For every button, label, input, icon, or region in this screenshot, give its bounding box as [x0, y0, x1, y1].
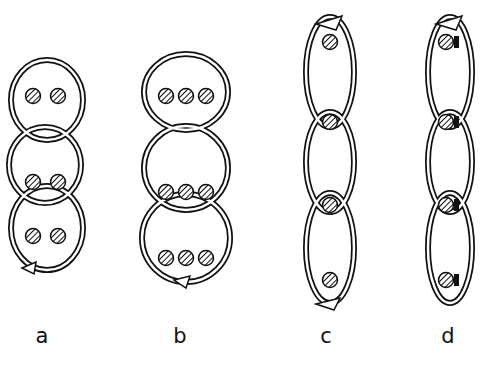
- figure-label: b: [173, 326, 186, 347]
- figure-d: [428, 16, 472, 303]
- figure-label: c: [320, 326, 332, 347]
- figure-label: a: [36, 326, 49, 347]
- figure-a: [9, 60, 83, 274]
- figure-c: [306, 16, 354, 310]
- figure-b: [142, 54, 230, 288]
- figure-label: d: [441, 326, 454, 347]
